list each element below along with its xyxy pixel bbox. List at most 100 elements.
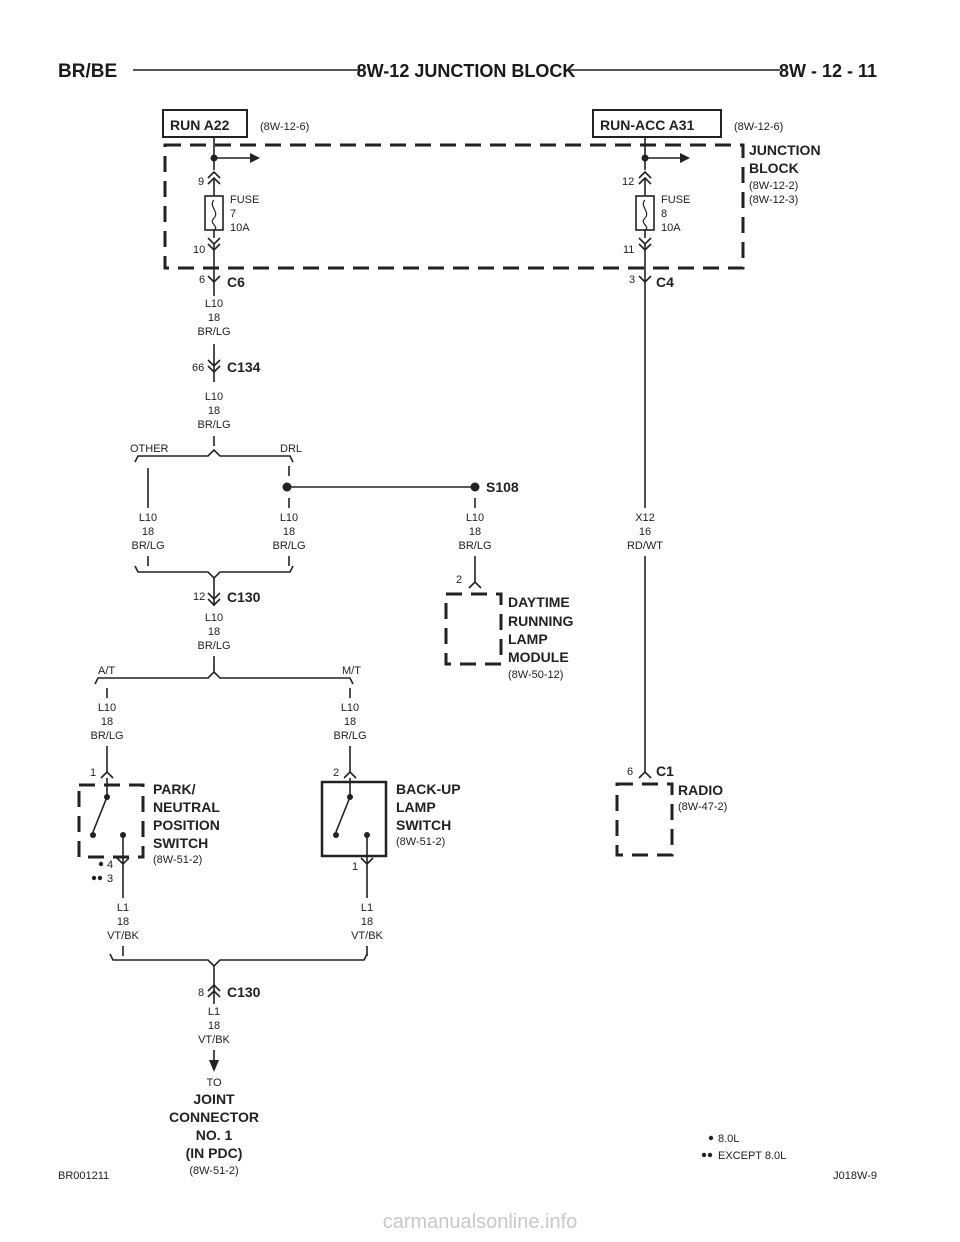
fuse-7-pin-in: 9 — [198, 176, 204, 188]
park-switch-line1: PARK/ — [153, 781, 196, 797]
wire-mt-color: BR/LG — [333, 730, 366, 742]
park-switch-line3: POSITION — [153, 817, 220, 833]
option-at: A/T — [98, 665, 115, 677]
wire-l1c-gauge: 18 — [208, 1020, 220, 1032]
header-title: 8W-12 JUNCTION BLOCK — [357, 61, 576, 81]
junction-block-outline — [163, 143, 745, 270]
destination-line4: (IN PDC) — [186, 1145, 243, 1161]
l1-join-brace — [109, 953, 368, 968]
wire-x12-color: RD/WT — [627, 540, 663, 552]
wire-l1a-color: VT/BK — [107, 930, 139, 942]
junction-block-title-2: BLOCK — [749, 160, 799, 176]
option-brace-drl — [134, 448, 294, 463]
fuse-8-pin-out: 11 — [623, 244, 634, 256]
c4-pin: 3 — [629, 274, 635, 286]
fuse-7-circuit — [204, 137, 260, 268]
fuse-8-pin-in: 12 — [622, 176, 634, 188]
header-page: 8W - 12 - 11 — [779, 61, 877, 81]
backup-switch-contacts — [333, 778, 374, 866]
footer-right-code: J018W-9 — [833, 1170, 877, 1182]
wire-other-gauge: 18 — [142, 526, 154, 538]
run-acc-a31-ref: (8W-12-6) — [734, 121, 783, 133]
c130a-pin: 12 — [193, 591, 205, 603]
legend-dot-double-a1 — [91, 875, 97, 881]
park-switch-outline — [77, 783, 145, 859]
wire-l1b-color: VT/BK — [351, 930, 383, 942]
c6-pin: 6 — [199, 274, 205, 286]
legend-dot-double-a2 — [97, 875, 103, 881]
wire-l1a-circuit: L1 — [117, 902, 129, 914]
wire-s108-color: BR/LG — [458, 540, 491, 552]
wire-drl-gauge: 18 — [283, 526, 295, 538]
drl-module-ref: (8W-50-12) — [508, 669, 563, 681]
backup-switch-pin-bot: 1 — [352, 861, 358, 873]
option-other: OTHER — [130, 443, 169, 455]
wire-at-circuit: L10 — [98, 702, 116, 714]
run-a22-label: RUN A22 — [170, 117, 230, 133]
fuse-8-circuit — [635, 137, 690, 268]
radio-ref: (8W-47-2) — [678, 801, 727, 813]
wire-mt-gauge: 18 — [344, 716, 356, 728]
wire-2-gauge: 18 — [208, 405, 220, 417]
fuse-7-pin-out: 10 — [193, 244, 205, 256]
run-acc-a31-box — [592, 109, 722, 138]
park-switch-line2: NEUTRAL — [153, 799, 220, 815]
watermark: carmanualsonline.info — [383, 1211, 578, 1233]
fuse-7-number: 7 — [230, 208, 236, 220]
option-drl: DRL — [280, 443, 302, 455]
run-a22-ref: (8W-12-6) — [260, 121, 309, 133]
c130b-connector — [207, 966, 221, 1004]
wire-1-color: BR/LG — [197, 326, 230, 338]
option-brace-trans — [94, 670, 354, 685]
wire-1-gauge: 18 — [208, 312, 220, 324]
backup-switch-ref: (8W-51-2) — [396, 836, 445, 848]
legend-dot-single-a — [98, 861, 104, 867]
legend-dot-single — [708, 1135, 714, 1141]
park-switch-contacts — [90, 778, 130, 866]
destination-arrow — [209, 1060, 219, 1072]
destination-to: TO — [206, 1077, 222, 1089]
run-acc-a31-label: RUN-ACC A31 — [600, 117, 695, 133]
wire-l1b-gauge: 18 — [361, 916, 373, 928]
run-a22-box — [162, 109, 248, 138]
wire-3-gauge: 18 — [208, 626, 220, 638]
c130b-pin: 8 — [198, 987, 204, 999]
fuse-7-label: FUSE — [230, 194, 259, 206]
c6-connector — [207, 268, 221, 296]
c1-name: C1 — [656, 763, 674, 779]
park-switch-pin-bot2: 3 — [107, 873, 113, 885]
drl-module-line2: RUNNING — [508, 613, 573, 629]
footer-left-code: BR001211 — [58, 1170, 109, 1182]
drl-module-outline — [444, 592, 503, 666]
c4-connector — [638, 268, 652, 508]
legend-single-label: 8.0L — [718, 1133, 739, 1145]
wire-other-circuit: L10 — [139, 512, 157, 524]
junction-block-ref-2: (8W-12-3) — [749, 194, 798, 206]
wire-2-color: BR/LG — [197, 419, 230, 431]
s108-name: S108 — [486, 479, 519, 495]
fuse-8-label: FUSE — [661, 194, 690, 206]
destination-line1: JOINT — [193, 1091, 235, 1107]
drl-module-line4: MODULE — [508, 649, 569, 665]
wire-1-circuit: L10 — [205, 298, 223, 310]
wire-s108-gauge: 18 — [469, 526, 481, 538]
fuse-8-number: 8 — [661, 208, 667, 220]
backup-switch-outline — [320, 780, 388, 858]
s108-dot — [470, 482, 480, 492]
c134-pin: 66 — [192, 362, 204, 374]
wire-l1c-color: VT/BK — [198, 1034, 230, 1046]
rejoin-brace — [134, 565, 294, 580]
wire-3-color: BR/LG — [197, 640, 230, 652]
wire-other-color: BR/LG — [131, 540, 164, 552]
wire-s108-circuit: L10 — [466, 512, 484, 524]
junction-block-ref-1: (8W-12-2) — [749, 180, 798, 192]
drl-module-pin: 2 — [456, 574, 462, 586]
park-switch-pin-top: 1 — [90, 767, 96, 779]
c130a-connector — [207, 578, 221, 607]
backup-switch-pin-top: 2 — [333, 767, 339, 779]
park-switch-pin-bot1: 4 — [107, 859, 113, 871]
wire-l1b-circuit: L1 — [361, 902, 373, 914]
option-mt: M/T — [342, 665, 361, 677]
c134-connector — [207, 344, 221, 382]
